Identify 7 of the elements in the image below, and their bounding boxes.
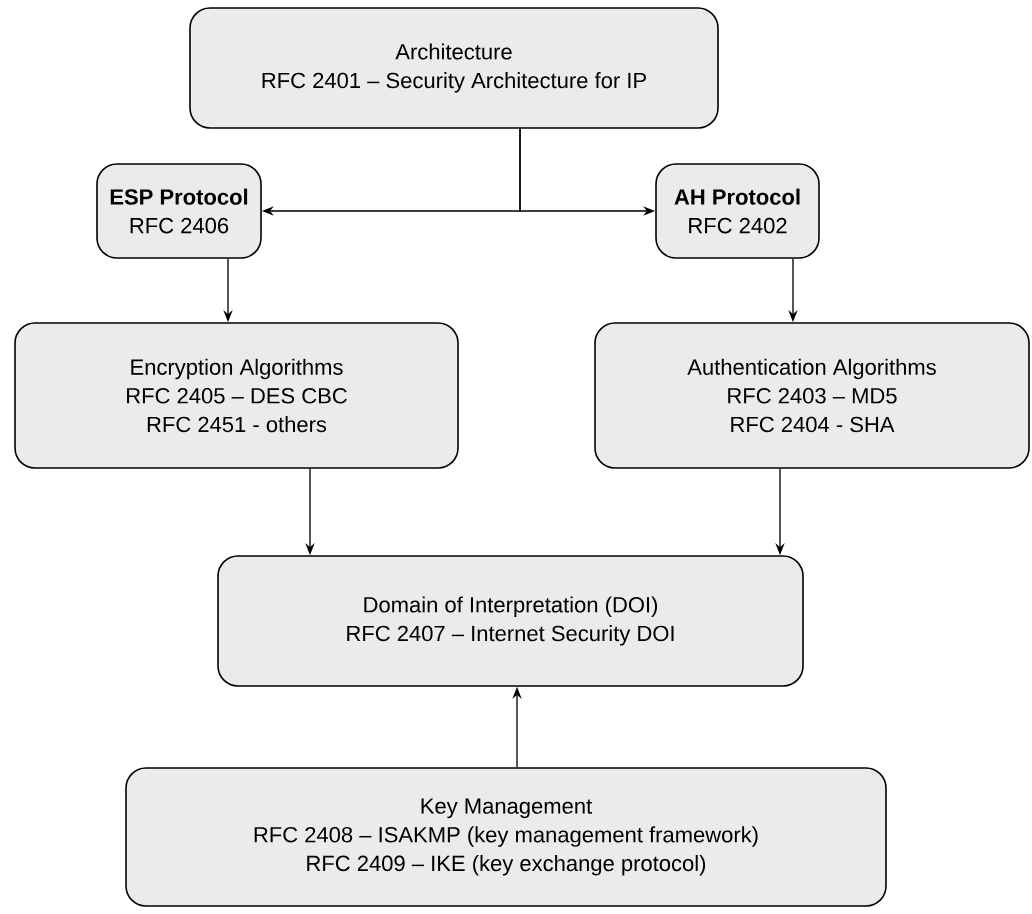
process-box: AH Protocol RFC 2402 (655, 163, 820, 259)
process-box: Domain of Interpretation (DOI) RFC 2407 – Internet Security DOI (217, 555, 804, 687)
process-box: ESP Protocol RFC 2406 (96, 163, 262, 259)
process-box: Architecture RFC 2401 – Security Architecture for IP (189, 7, 719, 129)
process-box: Authentication Algorithms RFC 2403 – MD5 RFC 2404 - SHA (594, 322, 1030, 469)
process-box: Encryption Algorithms RFC 2405 – DES CBC RFC 2451 - others (14, 322, 459, 469)
process-box: Key Management RFC 2408 – ISAKMP (key management framework) RFC 2409 – IKE (key exchange protocol) (125, 767, 887, 907)
